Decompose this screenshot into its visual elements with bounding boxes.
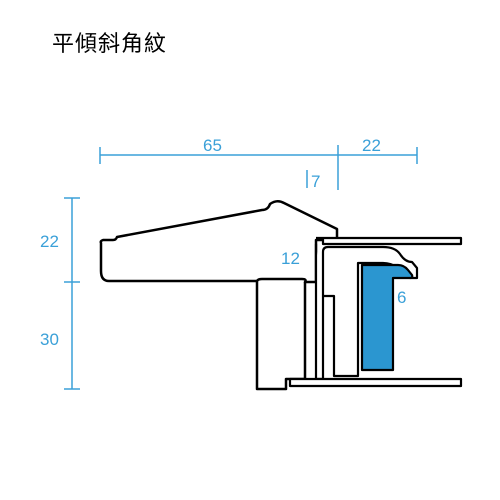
width-main-label: 65 <box>203 136 222 155</box>
top-molding-profile <box>99 200 339 284</box>
dimension-labels: 65 22 7 22 30 12 6 <box>40 136 406 349</box>
frame-outline <box>99 200 339 391</box>
channel-parts <box>288 236 463 388</box>
dimension-lines <box>64 145 418 390</box>
inner-depth-label: 12 <box>281 249 300 268</box>
width-side-label: 22 <box>362 136 381 155</box>
blue-insert <box>360 263 414 372</box>
height-bottom-label: 30 <box>40 330 59 349</box>
inner-width-label: 6 <box>397 288 406 307</box>
inner-lines <box>322 295 335 379</box>
height-top-label: 22 <box>40 232 59 251</box>
lower-block-profile <box>255 281 307 391</box>
page-title: 平傾斜角紋 <box>52 32 168 57</box>
top-plate <box>316 236 463 246</box>
rebate-width-label: 7 <box>311 172 320 191</box>
bottom-plate <box>288 377 463 388</box>
